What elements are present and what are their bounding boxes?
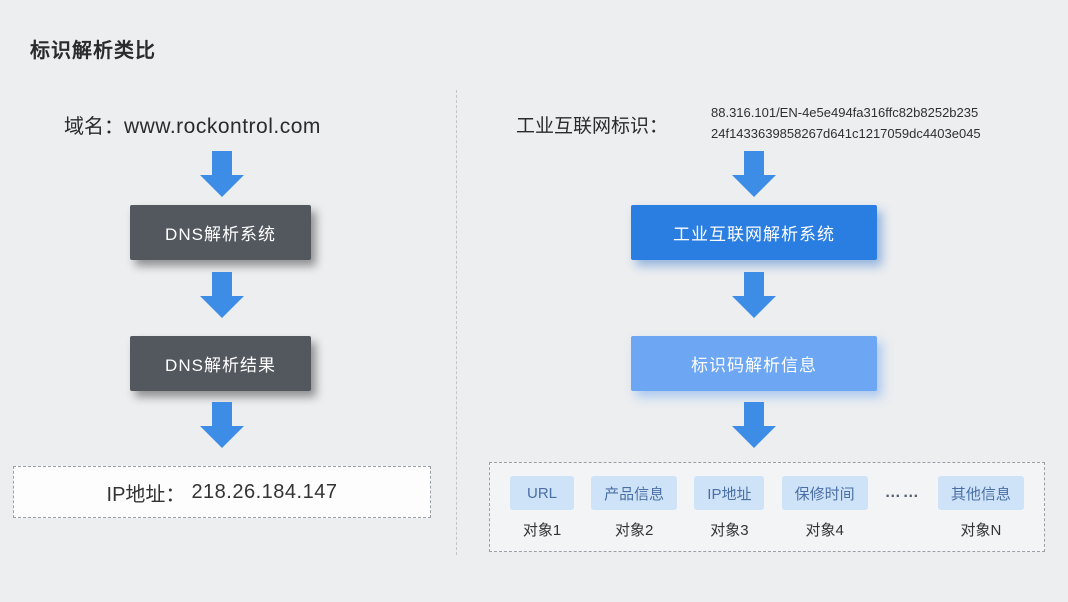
object-label: 对象N	[960, 522, 1002, 539]
object-column-ip: IP地址 对象3	[694, 476, 765, 540]
arrow-shaft	[744, 402, 764, 426]
object-column-product-info: 产品信息 对象2	[591, 476, 678, 540]
chip-other-info: 其他信息	[937, 476, 1024, 510]
objects-box: URL 对象1 产品信息 对象2 IP地址 对象3 保修时间 对象4 …… 其他…	[489, 462, 1045, 552]
identifier-code-line1: 88.316.101/EN-4e5e494fa316ffc82b8252b235	[711, 105, 979, 120]
arrow-head	[732, 296, 776, 318]
identifier-code-line2: 24f1433639858267d641c1217059dc4403e045	[711, 126, 981, 141]
ip-result-box: IP地址： 218.26.184.147	[13, 466, 431, 518]
arrow-head	[200, 426, 244, 448]
identifier-label: 工业互联网标识：	[516, 116, 669, 137]
arrow-head	[200, 296, 244, 318]
arrow-head	[732, 175, 776, 197]
arrow-shaft	[212, 151, 232, 175]
chip-product-info: 产品信息	[591, 476, 678, 510]
page-title: 标识解析类比	[30, 40, 156, 62]
object-label: 对象2	[614, 522, 654, 539]
dns-system-box: DNS解析系统	[130, 205, 311, 260]
down-arrow-icon	[732, 272, 776, 318]
down-arrow-icon	[200, 402, 244, 448]
down-arrow-icon	[200, 272, 244, 318]
dns-result-box: DNS解析结果	[130, 336, 311, 391]
arrow-head	[732, 426, 776, 448]
down-arrow-icon	[200, 151, 244, 197]
down-arrow-icon	[732, 402, 776, 448]
arrow-shaft	[744, 151, 764, 175]
domain-input-line: 域名：www.rockontrol.com	[64, 110, 321, 139]
resolution-info-box: 标识码解析信息	[631, 336, 877, 391]
object-column-warranty: 保修时间 对象4	[781, 476, 868, 540]
identifier-code: 88.316.101/EN-4e5e494fa316ffc82b8252b235…	[711, 102, 981, 144]
object-column-ellipsis: ……	[885, 476, 921, 510]
arrow-shaft	[212, 402, 232, 426]
chip-ip-address: IP地址	[694, 476, 765, 510]
object-label: 对象3	[710, 522, 749, 539]
down-arrow-icon	[732, 151, 776, 197]
object-column-url: URL 对象1	[510, 476, 574, 540]
column-divider	[456, 90, 457, 555]
resolution-system-box: 工业互联网解析系统	[631, 205, 877, 260]
domain-value: www.rockontrol.com	[124, 115, 321, 138]
ip-value: 218.26.184.147	[191, 480, 338, 503]
chip-warranty-time: 保修时间	[781, 476, 868, 510]
arrow-shaft	[212, 272, 232, 296]
object-column-other-info: 其他信息 对象N	[937, 476, 1024, 540]
object-label: 对象1	[522, 522, 562, 539]
ellipsis-text: ……	[884, 484, 921, 501]
arrow-shaft	[744, 272, 764, 296]
arrow-head	[200, 175, 244, 197]
chip-url: URL	[510, 476, 574, 510]
object-label: 对象4	[805, 522, 844, 539]
domain-label: 域名：	[64, 116, 124, 138]
identifier-input-line: 工业互联网标识：	[516, 111, 668, 138]
ip-label: IP地址：	[106, 483, 186, 506]
